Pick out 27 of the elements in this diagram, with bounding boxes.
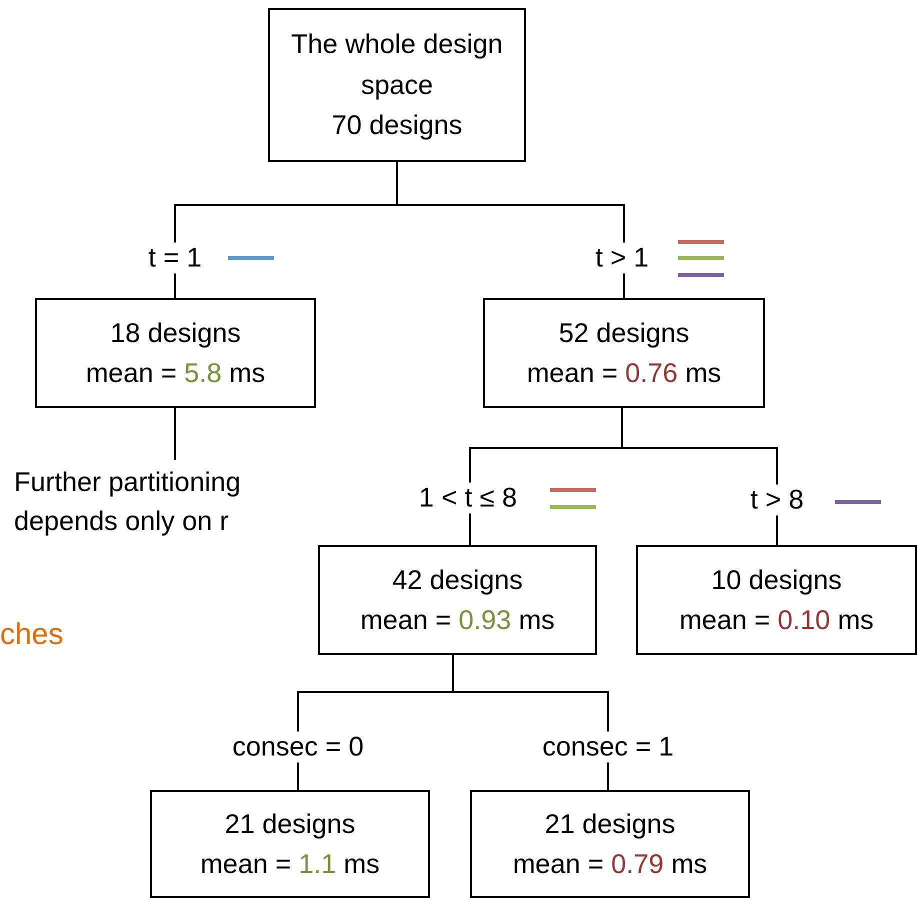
node-heading: 21 designs [224,808,356,841]
partition-box [268,8,526,162]
node-text: mean = 1.1 ms [200,848,380,881]
connector-line [452,655,609,790]
note-text: Further partitioning depends only on r [14,460,324,544]
connector-line [396,162,625,298]
partition-box [483,298,765,408]
node-heading: 10 designs [711,564,842,597]
node-heading: The whole design space [290,28,504,102]
node-heading: 18 designs [110,316,241,350]
node-heading: 52 designs [558,316,690,350]
node-heading: 42 designs [392,564,523,597]
node-text: mean = 0.79 ms [512,848,708,881]
partition-box [318,545,597,655]
connector-line [621,408,778,545]
partition-box [35,298,316,408]
node-heading: 21 designs [544,808,676,841]
node-text: 70 designs [332,109,462,142]
partition-box [470,790,750,898]
node-text: mean = 0.93 ms [360,604,555,637]
partition-box [636,545,917,655]
connector-line [174,408,176,460]
node-text: mean = 5.8 ms [86,357,266,390]
node-text: mean = 0.76 ms [526,357,722,390]
cut-off-text: ches [0,618,64,652]
node-text: mean = 0.10 ms [679,604,874,637]
partition-box [150,790,430,898]
